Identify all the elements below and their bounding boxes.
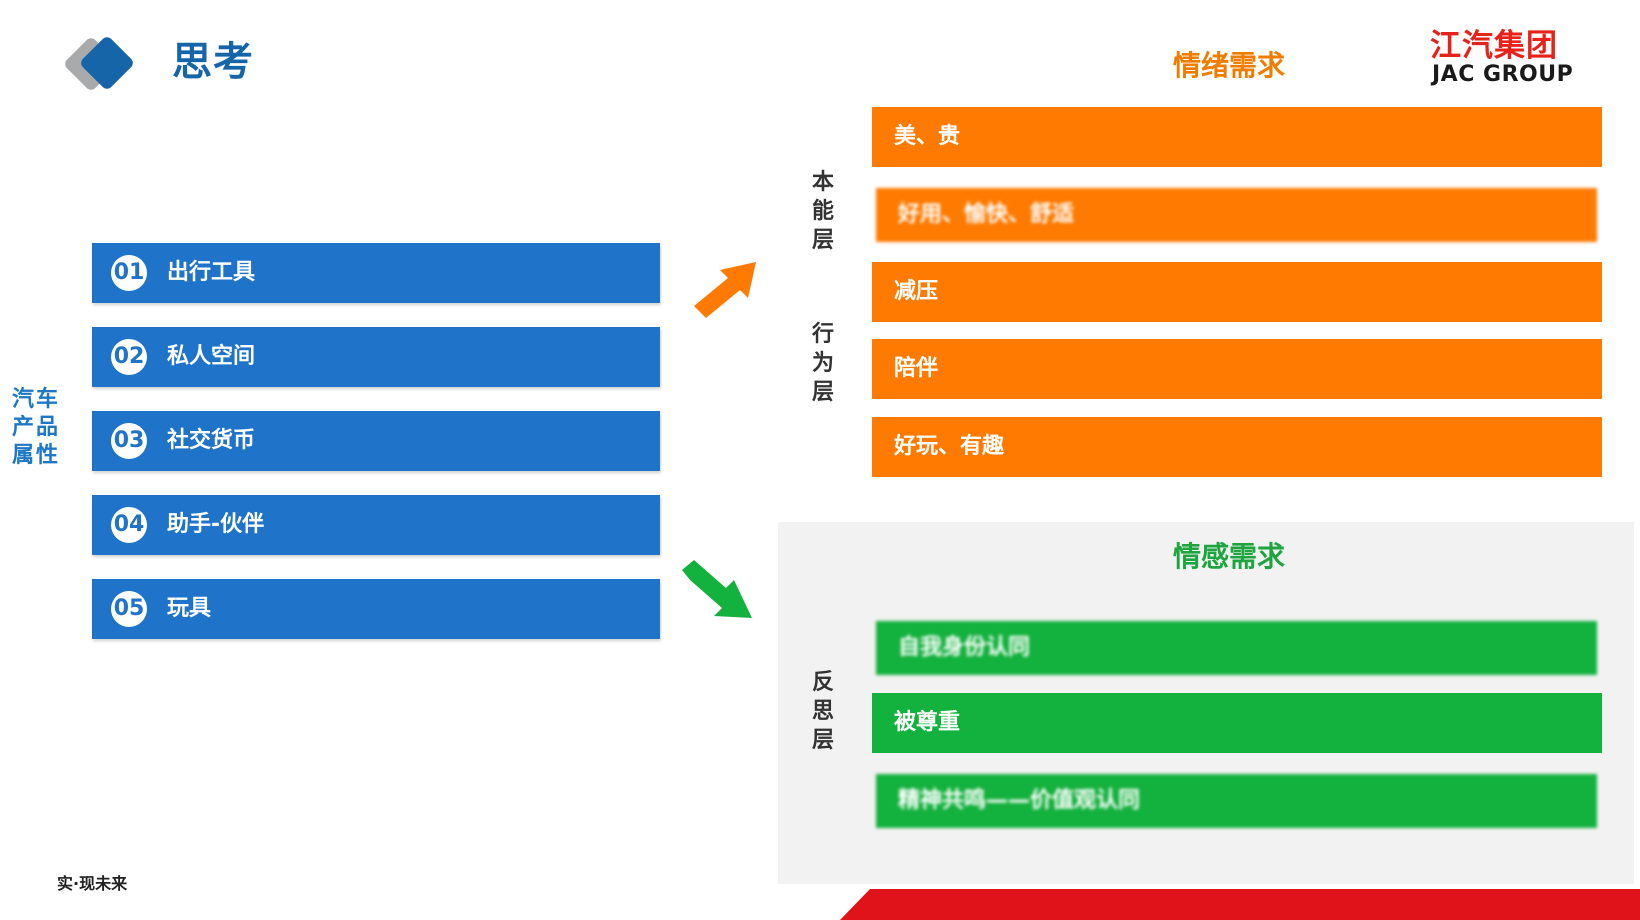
emotion-need-bar: 减压: [872, 262, 1602, 322]
attribute-item-01: 01 出行工具: [92, 243, 660, 303]
attribute-item-03: 03 社交货币: [92, 411, 660, 471]
feeling-need-bar: 被尊重: [872, 693, 1602, 753]
attribute-item-02: 02 私人空间: [92, 327, 660, 387]
attribute-label: 私人空间: [167, 344, 256, 369]
emotion-need-text: 美、贵: [894, 124, 961, 149]
attribute-label: 玩具: [167, 596, 212, 621]
emotion-need-text: 陪伴: [894, 356, 939, 381]
emotion-need-bar: 好用、愉快、舒适: [876, 188, 1597, 242]
number-badge: 01: [111, 255, 147, 291]
behavior-layer-label: 行为层: [811, 322, 834, 405]
jac-logo-chinese: 江汽集团: [1430, 28, 1558, 64]
orange-arrow-up-right-icon: [694, 262, 756, 318]
car-attribute-category-label: 汽车产品属性: [12, 387, 61, 468]
emotion-need-bar: 陪伴: [872, 339, 1602, 399]
feeling-need-bar: 精神共鸣——价值观认同: [876, 774, 1597, 828]
attribute-item-05: 05 玩具: [92, 579, 660, 639]
green-arrow-down-right-icon: [682, 560, 752, 618]
emotion-need-text: 减压: [894, 279, 939, 304]
emotion-need-bar: 好玩、有趣: [872, 417, 1602, 477]
emotion-need-text: 好玩、有趣: [894, 434, 1005, 459]
number-badge: 05: [111, 591, 147, 627]
page-title: 思考: [172, 39, 254, 85]
number-badge-text: 03: [113, 428, 145, 453]
number-badge-text: 04: [113, 512, 145, 537]
instinct-layer-label: 本能层: [811, 170, 834, 253]
feeling-need-text: 自我身份认同: [898, 635, 1031, 660]
feeling-need-text: 被尊重: [894, 710, 961, 735]
footer-slogan: 实·现未来: [57, 874, 128, 893]
feeling-need-text: 精神共鸣——价值观认同: [898, 788, 1141, 813]
number-badge-text: 02: [113, 344, 145, 369]
feeling-needs-title: 情感需求: [1173, 540, 1286, 573]
number-badge-text: 05: [113, 596, 145, 621]
number-badge-text: 01: [113, 260, 145, 285]
footer-red-band: [840, 889, 1640, 920]
reflective-layer-label: 反思层: [811, 670, 834, 753]
attribute-label: 助手-伙伴: [167, 512, 265, 537]
number-badge: 03: [111, 423, 147, 459]
feeling-need-bar: 自我身份认同: [876, 621, 1597, 675]
attribute-label: 出行工具: [167, 260, 256, 285]
number-badge: 02: [111, 339, 147, 375]
number-badge: 04: [111, 507, 147, 543]
emotion-needs-title: 情绪需求: [1173, 49, 1286, 82]
attribute-item-04: 04 助手-伙伴: [92, 495, 660, 555]
emotion-need-text: 好用、愉快、舒适: [898, 202, 1075, 227]
jac-logo-english: JAC GROUP: [1432, 62, 1574, 87]
attribute-label: 社交货币: [167, 428, 256, 453]
emotion-need-bar: 美、贵: [872, 107, 1602, 167]
